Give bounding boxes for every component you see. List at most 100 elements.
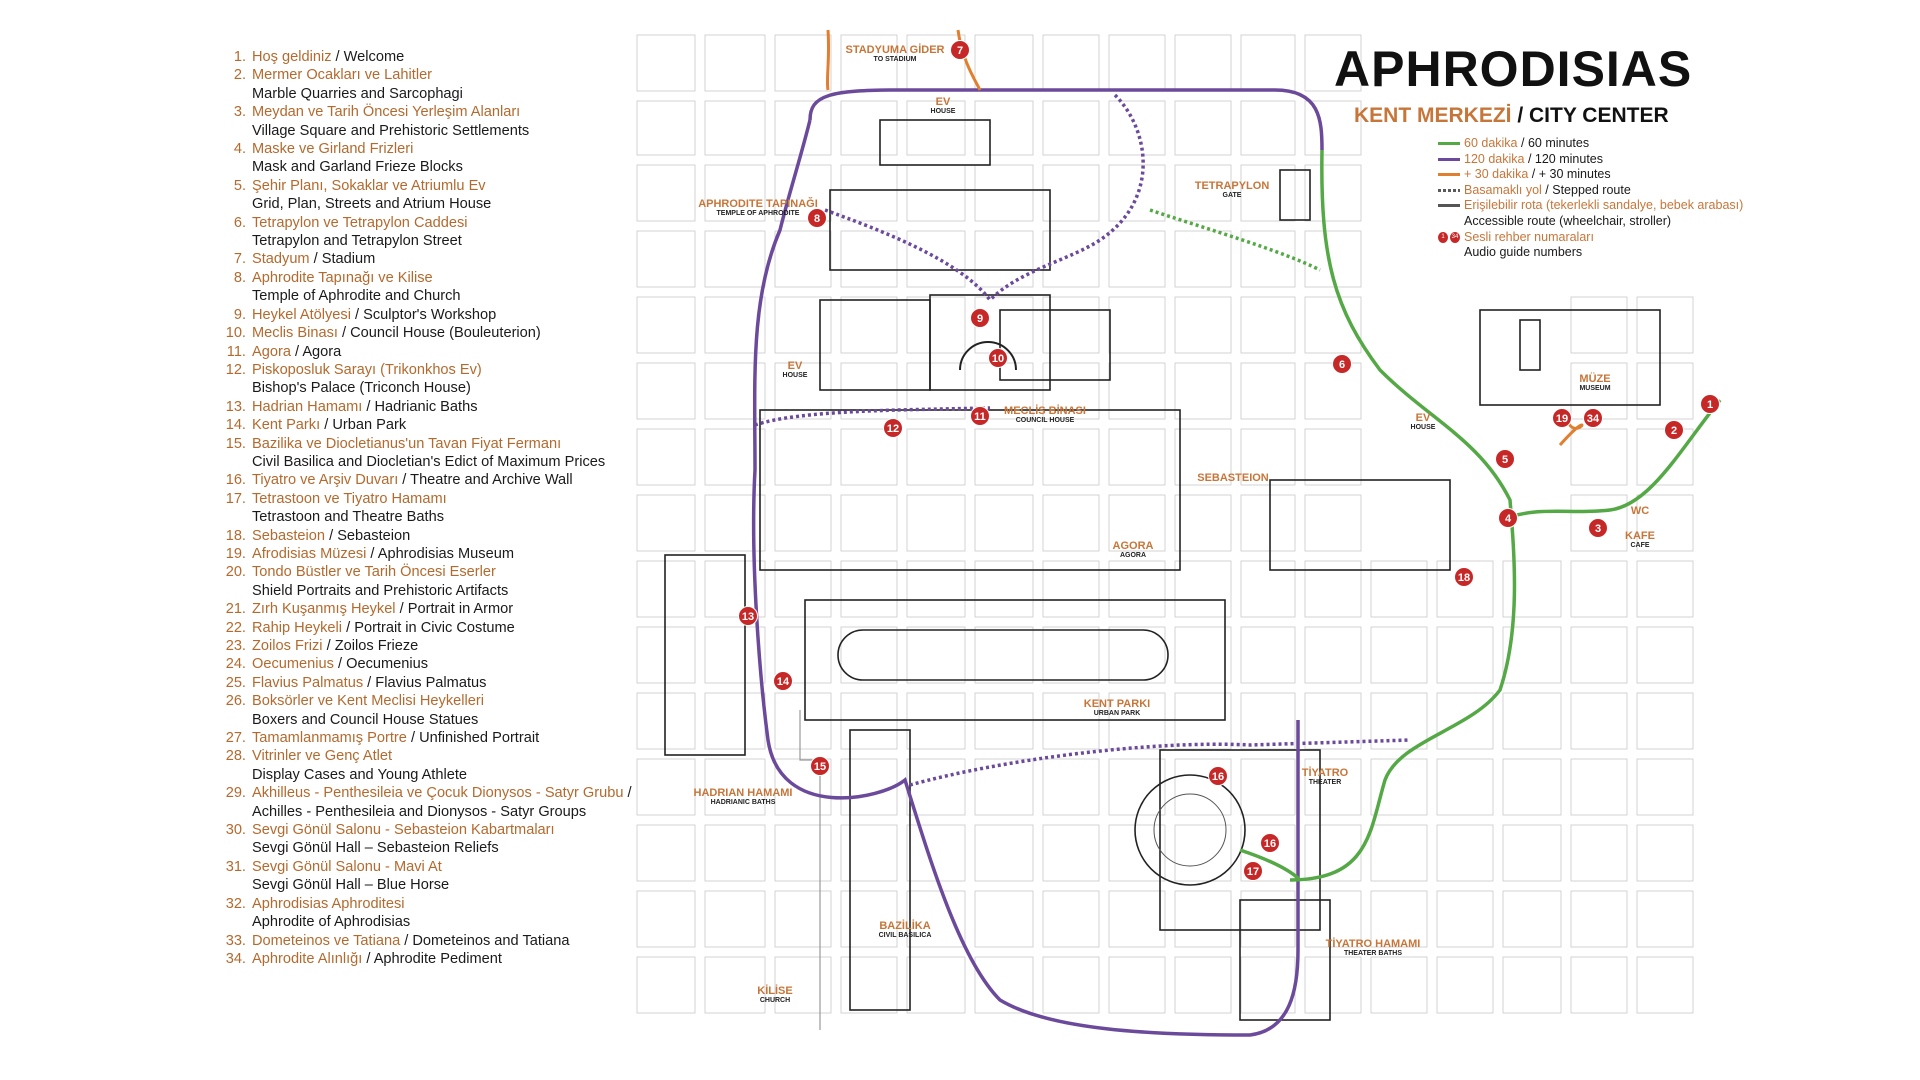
audio-guide-marker[interactable]: 14 <box>773 671 793 691</box>
city-block <box>1174 34 1232 92</box>
legend-item-en: Boxers and Council House Statues <box>252 711 479 728</box>
city-block <box>704 758 766 816</box>
city-block <box>840 560 898 618</box>
building-outline <box>664 554 746 756</box>
city-block <box>1240 230 1296 288</box>
city-block <box>1304 560 1362 618</box>
city-block <box>1370 824 1428 882</box>
building-outline <box>1159 749 1321 931</box>
city-block <box>906 560 966 618</box>
legend-item-number: 12. <box>225 361 246 378</box>
legend-item-number: 32. <box>225 895 246 912</box>
legend-item-en: Sculptor's Workshop <box>363 306 497 323</box>
city-block <box>1042 626 1100 684</box>
building-outline <box>1519 319 1541 371</box>
audio-guide-marker[interactable]: 4 <box>1498 508 1518 528</box>
city-block <box>906 890 966 948</box>
building-outline <box>804 599 1226 721</box>
city-block <box>1502 890 1562 948</box>
city-block <box>1174 758 1232 816</box>
legend-item-en: Tetrapylon and Tetrapylon Street <box>252 233 462 250</box>
city-block <box>1502 692 1562 750</box>
audio-guide-marker[interactable]: 5 <box>1495 449 1515 469</box>
city-block <box>1570 296 1628 354</box>
city-block <box>840 100 898 156</box>
city-block <box>774 296 832 354</box>
audio-guide-marker[interactable]: 3 <box>1588 518 1608 538</box>
legend-item-number: 5. <box>233 177 246 194</box>
audio-guide-marker[interactable]: 16 <box>1208 766 1228 786</box>
audio-guide-marker[interactable]: 9 <box>970 308 990 328</box>
audio-guide-marker[interactable]: 17 <box>1243 861 1263 881</box>
audio-guide-marker[interactable]: 18 <box>1454 567 1474 587</box>
city-block <box>1174 890 1232 948</box>
legend-item-sep: / <box>406 730 420 747</box>
city-block <box>1240 494 1296 552</box>
city-block <box>1108 890 1166 948</box>
map-title: APHRODISIAS <box>1334 41 1693 97</box>
map-label-tr: HADRIAN HAMAMI <box>693 787 793 799</box>
audio-guide-marker[interactable]: 6 <box>1332 354 1352 374</box>
audio-guide-marker[interactable]: 19 <box>1552 408 1572 428</box>
audio-guide-marker[interactable]: 10 <box>988 348 1008 368</box>
city-block <box>704 560 766 618</box>
city-block <box>1042 428 1100 486</box>
city-block <box>1108 824 1166 882</box>
city-block <box>1108 626 1166 684</box>
audio-guide-marker[interactable]: 2 <box>1664 420 1684 440</box>
legend-item: 13.Hadrian Hamamı / Hadrianic Baths <box>212 398 632 416</box>
audio-guide-marker[interactable]: 7 <box>950 40 970 60</box>
theatre-cavea <box>1134 774 1246 886</box>
building-outline <box>1239 899 1331 1021</box>
map-label-en: HADRIANIC BATHS <box>710 799 776 806</box>
audio-guide-marker[interactable]: 11 <box>970 406 990 426</box>
legend-item-tr: Aphrodite Alınlığı <box>252 950 363 967</box>
stepped-route <box>754 406 991 427</box>
legend-item-en: Sebasteion <box>337 527 411 544</box>
city-block <box>1304 956 1362 1014</box>
audio-guide-marker[interactable]: 34 <box>1583 408 1603 428</box>
legend-item-text: Rahip Heykeli / Portrait in Civic Costum… <box>252 619 632 637</box>
route-60 <box>1289 149 1517 882</box>
legend-item-tr: Tamamlanmamış Portre <box>252 730 407 747</box>
route-plus30 <box>956 29 982 91</box>
audio-guide-marker[interactable]: 16 <box>1260 833 1280 853</box>
legend-item-sep: / <box>337 325 351 342</box>
legend-item-tr: Dometeinos ve Tatiana <box>252 932 401 949</box>
legend-item-number: 20. <box>225 564 246 581</box>
audio-guide-marker[interactable]: 13 <box>738 606 758 626</box>
route-120-top <box>808 88 1324 151</box>
route-legend-tr: Basamaklı yol <box>1464 182 1542 197</box>
route-legend-tr: + 30 dakika <box>1464 167 1529 182</box>
audio-guide-marker[interactable]: 12 <box>883 418 903 438</box>
map-label-tr: KENT PARKI <box>1083 698 1151 710</box>
city-block <box>774 890 832 948</box>
city-block <box>1636 956 1694 1014</box>
city-block <box>1174 560 1232 618</box>
audio-guide-marker[interactable]: 8 <box>807 208 827 228</box>
audio-guide-marker[interactable]: 1 <box>1700 394 1720 414</box>
city-block <box>906 824 966 882</box>
audio-guide-marker[interactable]: 15 <box>810 756 830 776</box>
city-block <box>1502 758 1562 816</box>
city-block <box>840 626 898 684</box>
city-block <box>1174 296 1232 354</box>
city-block <box>840 230 898 288</box>
legend-item-sep: / <box>331 49 344 65</box>
legend-item-tr: Agora <box>252 343 291 360</box>
legend-item: 11.Agora / Agora <box>212 343 632 361</box>
route-lines <box>751 29 1722 1037</box>
map-label-tr: APHRODITE TAPINAĞI <box>698 198 818 210</box>
city-block <box>974 494 1034 552</box>
city-block <box>636 230 696 288</box>
city-block <box>774 428 832 486</box>
legend-item-en: Welcome <box>343 49 405 65</box>
